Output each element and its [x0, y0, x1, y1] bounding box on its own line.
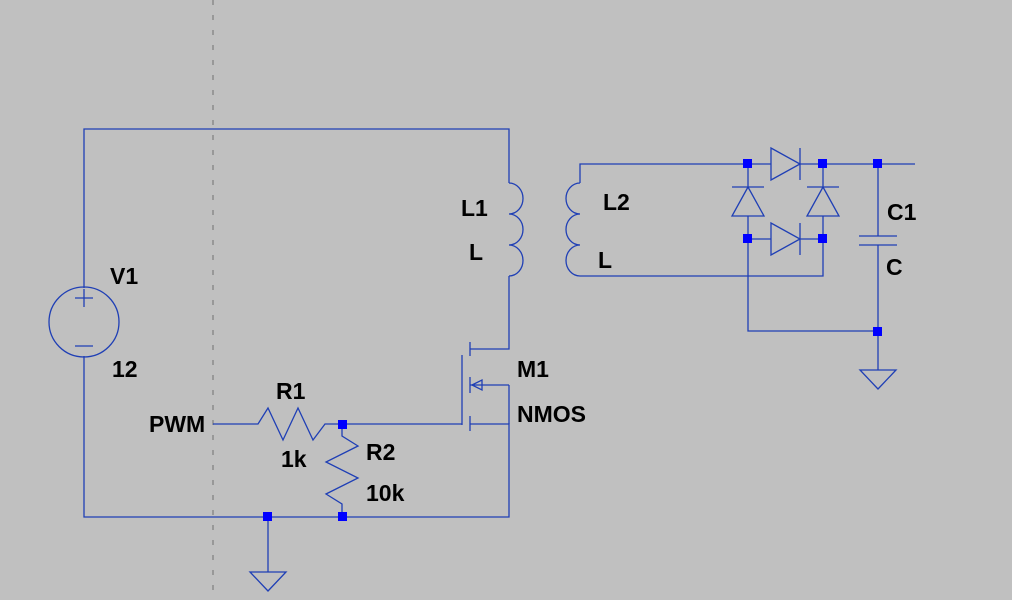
r2-name-label: R2: [366, 439, 395, 465]
voltage-source-v1[interactable]: [48, 286, 120, 358]
nmos-m1[interactable]: [342, 342, 510, 431]
resistor-r2[interactable]: [324, 424, 360, 517]
m1-value-label: NMOS: [517, 401, 586, 427]
l2-name-label: L2: [603, 189, 630, 215]
r1-value-label: 1k: [281, 446, 307, 472]
v1-value-label: 12: [112, 356, 138, 382]
inductor-l2[interactable]: [565, 182, 581, 277]
l2-value-label: L: [598, 247, 612, 273]
junction-node[interactable]: [818, 234, 827, 243]
r1-name-label: R1: [276, 378, 306, 404]
wire-drain[interactable]: [470, 276, 510, 350]
capacitor-c1[interactable]: [859, 235, 897, 246]
wire-secondary-top[interactable]: [579, 163, 915, 183]
junction-node[interactable]: [263, 512, 272, 521]
r2-value-label: 10k: [366, 480, 405, 506]
junction-node[interactable]: [818, 159, 827, 168]
diode-d4[interactable]: [748, 221, 823, 257]
inductor-l1[interactable]: [508, 182, 524, 277]
ground-symbol-primary[interactable]: [248, 517, 288, 592]
junction-node[interactable]: [338, 420, 347, 429]
wire-top[interactable]: [83, 128, 510, 288]
pwm-net-label: PWM: [149, 411, 205, 437]
diode-d3[interactable]: [805, 185, 841, 217]
wire-secondary-bottom[interactable]: [580, 239, 824, 277]
diode-d2[interactable]: [730, 185, 766, 217]
v1-name-label: V1: [110, 263, 138, 289]
junction-node[interactable]: [338, 512, 347, 521]
wire-bridge-ground[interactable]: [747, 239, 878, 332]
junction-node[interactable]: [743, 159, 752, 168]
junction-node[interactable]: [873, 327, 882, 336]
c1-name-label: C1: [887, 199, 917, 225]
junction-node[interactable]: [743, 234, 752, 243]
l1-name-label: L1: [461, 195, 488, 221]
diode-d1[interactable]: [770, 146, 802, 182]
resistor-r1[interactable]: [213, 406, 342, 442]
ground-symbol-secondary[interactable]: [858, 369, 898, 390]
junction-node[interactable]: [873, 159, 882, 168]
wire-bottom[interactable]: [83, 356, 510, 518]
m1-name-label: M1: [517, 356, 549, 382]
l1-value-label: L: [469, 239, 483, 265]
c1-value-label: C: [886, 254, 903, 280]
